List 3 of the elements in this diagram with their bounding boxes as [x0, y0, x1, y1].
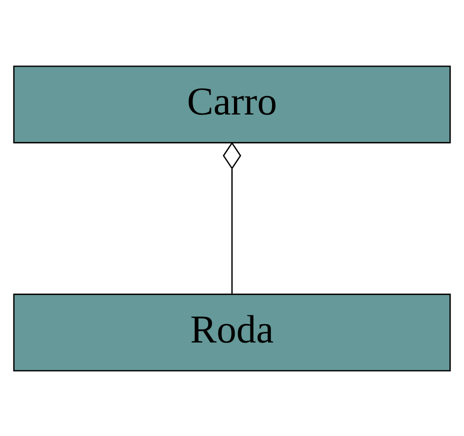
node-box: Carro	[13, 65, 451, 143]
connector	[222, 141, 242, 294]
node-box: Roda	[13, 293, 451, 371]
